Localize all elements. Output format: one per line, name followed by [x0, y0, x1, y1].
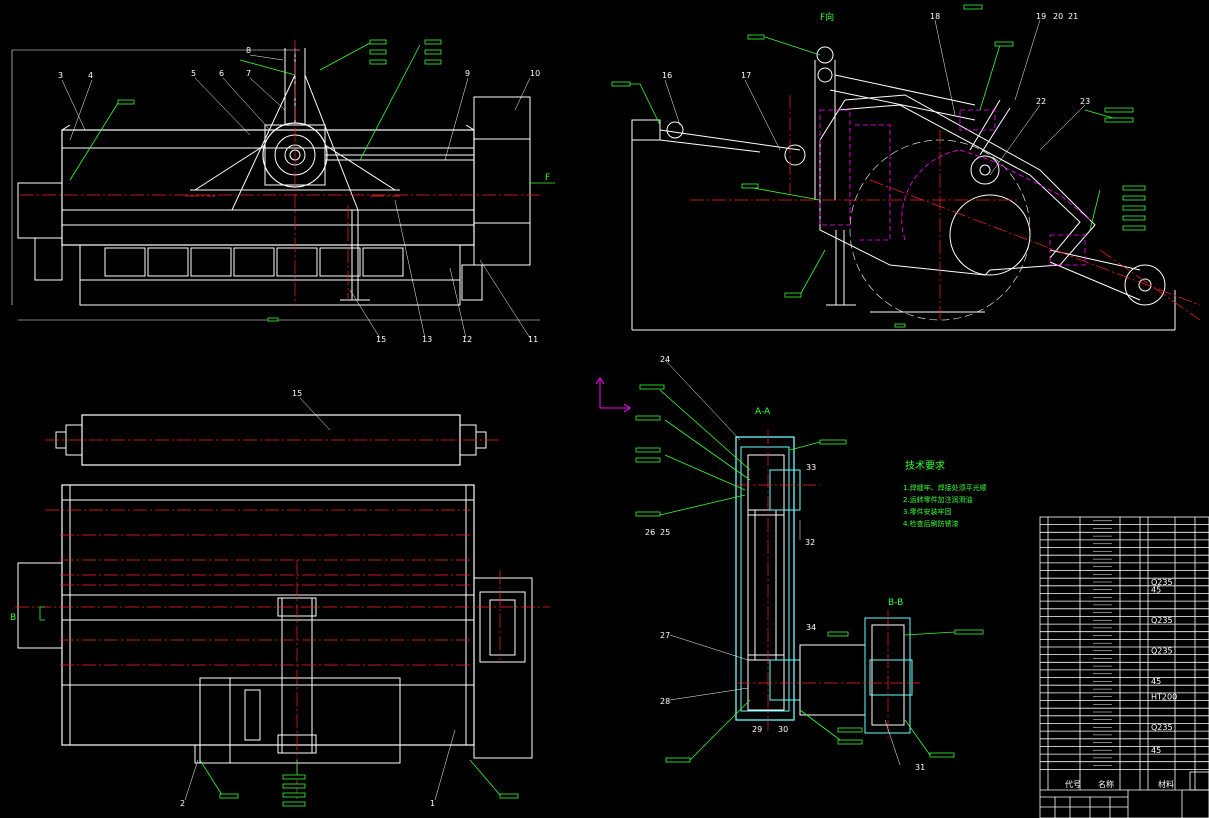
callout-3: 3: [58, 71, 63, 80]
front-view: [11, 48, 540, 321]
plan-view: [17, 414, 533, 764]
bom-col-code: 代号: [1065, 779, 1081, 789]
callout-28: 28: [660, 697, 670, 706]
callout-8: 8: [246, 46, 251, 55]
section-view: [735, 436, 913, 734]
tech-req-item-2: 2.运转零件加注润滑油: [903, 495, 973, 504]
callout-9: 9: [465, 69, 470, 78]
title-block: [1039, 516, 1209, 818]
bom-material-note: 45: [1151, 586, 1161, 595]
callout-5: 5: [191, 69, 196, 78]
plan-view-green-leaders: [39, 606, 519, 807]
callout-16: 16: [662, 71, 672, 80]
bom-col-name: 名称: [1098, 779, 1114, 789]
callout-19: 19: [1036, 12, 1046, 21]
callout-15: 15: [376, 335, 386, 344]
front-view-green-leaders: [69, 39, 442, 322]
callout-27: 27: [660, 631, 670, 640]
bom-material-note: Q235: [1151, 616, 1173, 625]
callout-4: 4: [88, 71, 93, 80]
section-bb-title: B-B: [888, 598, 903, 608]
side-view: [631, 46, 1176, 331]
tech-req-item-3: 3.零件安装牢固: [903, 507, 952, 516]
section-centerlines: [736, 430, 920, 740]
view-arrows: [595, 377, 631, 413]
tech-req-item-1: 1.焊缝牢、焊接处须平光顺: [903, 483, 987, 492]
front-view-callouts: 3 4 5 6 7 8 9 10 11 12 13 15 F: [58, 46, 550, 344]
plan-view-centerlines: [15, 439, 550, 800]
tech-req-item-4: 4.检查后刷防锈漆: [903, 519, 959, 528]
callout-29: 29: [752, 725, 762, 734]
callout-32: 32: [805, 538, 815, 547]
callout-25: 25: [660, 528, 670, 537]
bom-rows: [1040, 520, 1209, 770]
side-view-leaders: [664, 19, 1086, 176]
f-arrow-label: F: [545, 173, 550, 183]
callout-10: 10: [530, 69, 540, 78]
callout-18: 18: [930, 12, 940, 21]
callout-12: 12: [462, 335, 472, 344]
bom-material-note: Q235: [1151, 723, 1173, 732]
bom-material-note: 45: [1151, 677, 1161, 686]
rotor-blades: [104, 247, 404, 277]
callout-1: 1: [430, 799, 435, 808]
callout-33: 33: [806, 463, 816, 472]
plan-view-callouts: 15 2 1 B: [10, 389, 435, 808]
callout-11: 11: [528, 335, 538, 344]
tech-req-title: 技术要求: [905, 459, 945, 472]
callout-34: 34: [806, 623, 816, 632]
callout-13: 13: [422, 335, 432, 344]
callout-30: 30: [778, 725, 788, 734]
front-view-leaders: [61, 54, 531, 339]
bom-material-note: HT200: [1151, 693, 1177, 702]
callout-26: 26: [645, 528, 655, 537]
technical-requirements: 技术要求 1.焊缝牢、焊接处须平光顺 2.运转零件加注润滑油 3.零件安装牢固 …: [903, 459, 987, 528]
bom-material-note: Q235: [1151, 647, 1173, 656]
b-arrow-label: B: [10, 613, 16, 623]
callout-31: 31: [915, 763, 925, 772]
side-view-green-leaders: [611, 4, 1146, 328]
side-view-centerlines: [690, 95, 1201, 321]
section-callouts: A-A B-B 24 25 26 27 28 29 30 31 32 33 34: [645, 355, 925, 772]
section-aa-title: A-A: [755, 407, 771, 417]
callout-24: 24: [660, 355, 670, 364]
plan-view-leaders: [184, 397, 456, 801]
callout-21: 21: [1068, 12, 1078, 21]
callout-6: 6: [219, 69, 224, 78]
f-view-title: F向: [820, 11, 834, 23]
callout-15-plan: 15: [292, 389, 302, 398]
side-view-callouts: F向 16 17 18 19 20 21 22 23: [662, 11, 1090, 106]
callout-20: 20: [1053, 12, 1063, 21]
section-leaders: [664, 359, 901, 766]
section-green-leaders: [635, 384, 984, 763]
callout-2: 2: [180, 799, 185, 808]
bom-col-material: 材料: [1158, 779, 1174, 789]
front-view-centerlines: [20, 40, 540, 305]
callout-22: 22: [1036, 97, 1046, 106]
bom-material-note: Q235: [1151, 578, 1173, 587]
side-view-hidden-lines: [819, 109, 1091, 266]
callout-17: 17: [741, 71, 751, 80]
callout-23: 23: [1080, 97, 1090, 106]
callout-7: 7: [246, 69, 251, 78]
bom-material-note: 45: [1151, 746, 1161, 755]
